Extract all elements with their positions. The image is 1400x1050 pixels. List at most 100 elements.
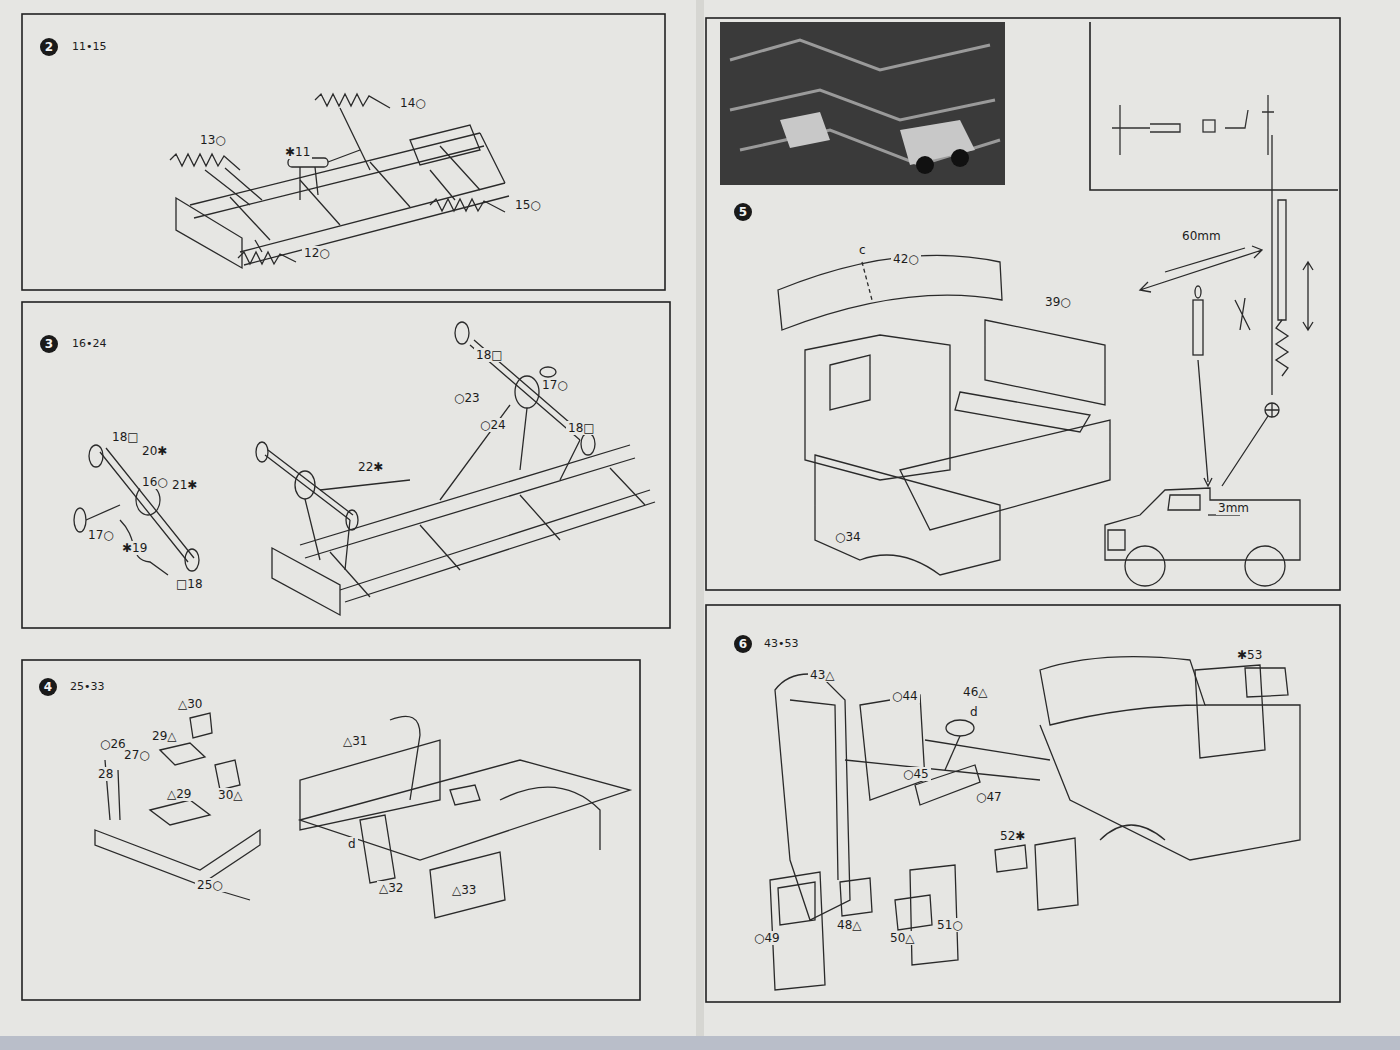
step-number-text: 2 (45, 40, 53, 54)
step4-floor-seats-line (500, 787, 600, 850)
callout-number: c (857, 243, 868, 257)
step3-axles-line (185, 549, 199, 571)
callout-number: 43△ (808, 668, 837, 682)
step6-doors-line (790, 700, 838, 880)
step-number-text: 5 (739, 205, 747, 219)
step5-cab-line (1276, 320, 1288, 376)
step5-cab-line (1140, 246, 1262, 292)
step2-chassis-line (190, 133, 509, 265)
inset-antenna-parts-line (1203, 120, 1215, 132)
panel-frame (22, 14, 1340, 1002)
inset-antenna-parts-line (1225, 95, 1274, 155)
step4-floor-seats-line (215, 760, 240, 790)
step-number: 3 (40, 335, 58, 353)
step5-cab-line (1303, 262, 1313, 330)
callout-number: ✱11 (283, 145, 312, 159)
callout-number: 27○ (122, 748, 152, 762)
callout-number: ○49 (752, 931, 782, 945)
step5-cab-line (862, 262, 872, 300)
step4-floor-seats-line (95, 830, 260, 900)
step3-axles-line (89, 445, 103, 467)
callout-number: ✱53 (1235, 648, 1264, 662)
step-number: 5 (734, 203, 752, 221)
callout-number: ○34 (833, 530, 863, 544)
callout-number: 20✱ (140, 444, 169, 458)
step3-axles-line (100, 448, 194, 562)
step2-chassis-line (410, 125, 480, 165)
reference-photo-line (916, 156, 934, 174)
step2-chassis-line (176, 198, 242, 268)
callout-number: 18□ (110, 430, 141, 444)
callout-number: 25○ (195, 878, 225, 892)
callout-number: △30 (176, 697, 205, 711)
step-number: 6 (734, 635, 752, 653)
callout-number: 16○ (140, 475, 170, 489)
step3-axles-line (581, 433, 595, 455)
step5-cab-line (815, 455, 1000, 575)
step6-doors-line (1100, 825, 1165, 840)
step6-doors-line (1040, 657, 1205, 725)
callout-number: 17○ (540, 378, 570, 392)
step3-axles-line (305, 405, 580, 570)
reference-photo (720, 22, 1005, 185)
step6-doors-line (945, 736, 960, 770)
step4-floor-seats-line (390, 716, 420, 800)
callout-number: 29△ (150, 729, 179, 743)
callout-number: △33 (450, 883, 479, 897)
inset-antenna-parts-line (1112, 105, 1180, 155)
step5-cab-line (1245, 546, 1285, 586)
step5-cab-line (1222, 403, 1279, 486)
step4-floor-seats-line (190, 713, 212, 738)
step3-axles-line (265, 450, 353, 520)
callout-number: 18□ (474, 348, 505, 362)
callout-number: 30△ (216, 788, 245, 802)
step6-doors-line (910, 865, 958, 965)
step2-chassis-line (288, 158, 328, 167)
reference-photo-line (720, 22, 1005, 185)
step4-floor-seats-line (160, 743, 205, 765)
dimension: 60mm (1180, 229, 1223, 243)
step3-axles-line (515, 376, 539, 408)
step2-chassis-line (230, 133, 505, 240)
step3-axles-line (136, 485, 160, 515)
callout-number: 13○ (198, 133, 228, 147)
callout-number: 28 (96, 767, 115, 781)
step5-cab-line (955, 392, 1090, 432)
callout-number: 46△ (961, 685, 990, 699)
step6-doors-line (775, 674, 850, 920)
step5-cab-line (985, 320, 1105, 405)
callout-number: ○47 (974, 790, 1004, 804)
step6-doors-line (840, 878, 872, 916)
step6-doors-line (946, 720, 974, 736)
step2-chassis-line (170, 154, 240, 170)
step5-cab-line (900, 420, 1110, 530)
paper-line (696, 0, 704, 1036)
callout-number: ○45 (901, 767, 931, 781)
step5-cab-line (1278, 200, 1286, 320)
step-number-text: 4 (44, 680, 52, 694)
step3-axles-line (346, 510, 358, 530)
panel-frame-line (22, 14, 665, 290)
callout-number: 50△ (888, 931, 917, 945)
dimension: 3mm (1216, 501, 1251, 515)
step6-doors-line (995, 845, 1027, 872)
step5-cab (778, 135, 1313, 586)
step5-cab-line (1125, 546, 1165, 586)
step2-chassis-line (238, 252, 296, 264)
step3-axles-line (300, 445, 655, 602)
part-range: 16•24 (70, 337, 108, 351)
callout-number: △31 (341, 734, 370, 748)
step5-cab-line (778, 255, 1002, 330)
step3-axles-line (120, 520, 168, 575)
reference-photo-line (730, 40, 1000, 165)
step2-chassis-line (430, 199, 505, 212)
reference-photo-line (951, 149, 969, 167)
step-number: 2 (40, 38, 58, 56)
step4-floor-seats-line (300, 740, 440, 830)
panel-frame-line (706, 18, 1340, 590)
callout-number: △32 (377, 881, 406, 895)
step4-floor-seats (95, 713, 630, 918)
reference-photo-line (780, 112, 975, 165)
